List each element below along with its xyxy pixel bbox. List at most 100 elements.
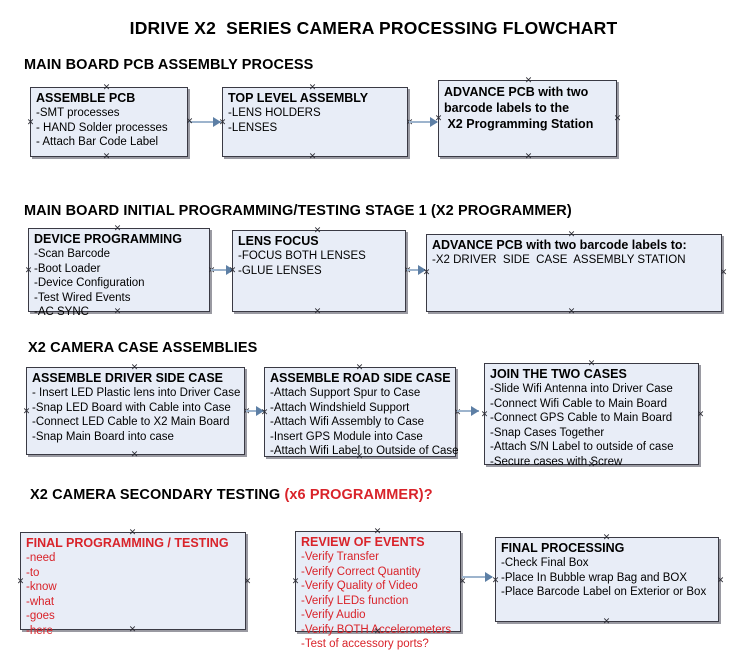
- connector-arrow: [213, 117, 221, 127]
- node-top-level-assembly[interactable]: TOP LEVEL ASSEMBLY -LENS HOLDERS -LENSES: [222, 87, 408, 157]
- connector-handle-top[interactable]: [355, 363, 364, 372]
- connector-handle-right[interactable]: [696, 410, 705, 419]
- node-advance-pcb-driver-side-station[interactable]: ADVANCE PCB with two barcode labels to: …: [426, 234, 722, 312]
- node-final-programming-testing[interactable]: FINAL PROGRAMMING / TESTING -need -to -k…: [20, 532, 246, 637]
- node-line: -Boot Loader: [34, 262, 101, 275]
- connector-handle-bottom[interactable]: [128, 625, 137, 634]
- section-heading-initial-programming: MAIN BOARD INITIAL PROGRAMMING/TESTING S…: [24, 203, 572, 219]
- node-line: -know: [26, 581, 57, 593]
- connector-handle-right[interactable]: [719, 268, 728, 277]
- connector-handle-top[interactable]: [587, 359, 596, 368]
- node-line: X2 Programming Station: [444, 117, 594, 131]
- connector-handle-top[interactable]: [602, 533, 611, 542]
- node-line: -LENSES: [228, 121, 278, 134]
- node-assemble-pcb[interactable]: ASSEMBLE PCB -SMT processes - HAND Solde…: [30, 87, 188, 157]
- node-line: -to: [26, 566, 40, 579]
- connector-line: [409, 121, 437, 123]
- node-join-the-two-cases[interactable]: JOIN THE TWO CASES -Slide Wifi Antenna i…: [484, 363, 699, 468]
- node-line: -Verify LEDs function: [301, 594, 409, 607]
- node-line: -Attach Wifi Assembly to Case: [270, 416, 425, 428]
- connector-handle-left[interactable]: [291, 577, 300, 586]
- node-device-programming[interactable]: DEVICE PROGRAMMING -Scan Barcode -Boot L…: [28, 228, 210, 318]
- connector-handle-top[interactable]: [130, 363, 139, 372]
- connector-handle-bottom[interactable]: [130, 450, 139, 459]
- connector-handle-left[interactable]: [480, 410, 489, 419]
- node-advance-pcb-programming-station[interactable]: ADVANCE PCB with two barcode labels to t…: [438, 80, 617, 157]
- connector-handle-left[interactable]: [24, 266, 33, 275]
- node-line: -here: [26, 624, 53, 637]
- connector-handle-bottom[interactable]: [313, 307, 322, 316]
- node-line: -GLUE LENSES: [238, 264, 322, 277]
- connector-line: [246, 410, 264, 412]
- node-line: -Attach Support Spur to Case: [270, 387, 421, 399]
- node-line: - Attach Bar Code Label: [36, 136, 159, 148]
- node-line: -X2 DRIVER SIDE CASE ASSEMBLY STATION: [432, 254, 686, 266]
- connector-handle-left[interactable]: [16, 577, 25, 586]
- node-title: JOIN THE TWO CASES: [490, 367, 627, 381]
- connector-handle-bottom[interactable]: [308, 152, 317, 161]
- node-line: -Insert GPS Module into Case: [270, 430, 423, 443]
- node-final-processing[interactable]: FINAL PROCESSING -Check Final Box -Place…: [495, 537, 719, 622]
- connector-handle-right[interactable]: [613, 114, 622, 123]
- node-line: -Verify Transfer: [301, 551, 379, 563]
- node-lens-focus[interactable]: LENS FOCUS -FOCUS BOTH LENSES -GLUE LENS…: [232, 230, 406, 312]
- connector-line: [189, 121, 221, 123]
- connector-handle-left[interactable]: [228, 266, 237, 275]
- connector-handle-top[interactable]: [128, 528, 137, 537]
- connector-handle-right[interactable]: [243, 577, 252, 586]
- connector-handle-bottom[interactable]: [602, 617, 611, 626]
- connector-handle-bottom[interactable]: [587, 460, 596, 469]
- node-line: -LENS HOLDERS: [228, 107, 321, 119]
- node-line: -Verify Audio: [301, 609, 366, 621]
- node-review-of-events[interactable]: REVIEW OF EVENTS -Verify Transfer -Verif…: [295, 531, 461, 650]
- connector-handle-top[interactable]: [313, 226, 322, 235]
- connector-handle-bottom[interactable]: [567, 307, 576, 316]
- connector-handle-top[interactable]: [524, 76, 533, 85]
- node-assemble-driver-side-case[interactable]: ASSEMBLE DRIVER SIDE CASE - Insert LED P…: [26, 367, 245, 455]
- connector-handle-source[interactable]: [185, 117, 194, 126]
- node-line: -Secure cases with Screw: [490, 455, 623, 468]
- connector-handle-bottom[interactable]: [102, 152, 111, 161]
- node-line: -Slide Wifi Antenna into Driver Case: [490, 383, 673, 395]
- connector-arrow: [471, 406, 479, 416]
- node-line: - HAND Solder processes: [36, 121, 168, 134]
- node-line: -Connect LED Cable to X2 Main Board: [32, 416, 230, 428]
- node-line: - Insert LED Plastic lens into Driver Ca…: [32, 387, 241, 399]
- connector-handle-top[interactable]: [113, 224, 122, 233]
- connector-handle-left[interactable]: [260, 408, 269, 417]
- connector-handle-bottom[interactable]: [355, 452, 364, 461]
- node-title: ASSEMBLE ROAD SIDE CASE: [270, 371, 451, 385]
- connector-handle-left[interactable]: [22, 407, 31, 416]
- connector-handle-bottom[interactable]: [113, 307, 122, 316]
- connector-handle-top[interactable]: [308, 83, 317, 92]
- connector-handle-left[interactable]: [491, 576, 500, 585]
- connector-handle-left[interactable]: [218, 118, 227, 127]
- node-line: -Snap LED Board with Cable into Case: [32, 401, 231, 414]
- connector-handle-left[interactable]: [434, 114, 443, 123]
- page-title: IDRIVE X2 SERIES CAMERA PROCESSING FLOWC…: [129, 18, 618, 38]
- node-line: -Place Barcode Label on Exterior or Box: [501, 586, 707, 598]
- connector-handle-top[interactable]: [567, 230, 576, 239]
- node-line: -Verify Quality of Video: [301, 580, 418, 592]
- node-title: ASSEMBLE PCB: [36, 91, 136, 105]
- connector-line: [211, 269, 233, 271]
- node-line: -Scan Barcode: [34, 248, 111, 260]
- connector-handle-right[interactable]: [716, 576, 725, 585]
- connector-handle-bottom[interactable]: [524, 152, 533, 161]
- node-line: -Test Wired Events: [34, 291, 131, 304]
- connector-line: [457, 410, 479, 412]
- connector-handle-right[interactable]: [458, 577, 467, 586]
- connector-handle-top[interactable]: [373, 527, 382, 536]
- node-assemble-road-side-case[interactable]: ASSEMBLE ROAD SIDE CASE -Attach Support …: [264, 367, 459, 457]
- connector-handle-left[interactable]: [26, 118, 35, 127]
- connector-handle-top[interactable]: [102, 83, 111, 92]
- connector-handle-bottom[interactable]: [373, 627, 382, 636]
- node-title: ADVANCE PCB with two barcode labels to:: [432, 238, 687, 252]
- connector-handle-left[interactable]: [422, 268, 431, 277]
- node-line: -FOCUS BOTH LENSES: [238, 250, 366, 262]
- section-heading-pcb-assembly: MAIN BOARD PCB ASSEMBLY PROCESS: [24, 57, 314, 73]
- node-title: REVIEW OF EVENTS: [301, 535, 425, 549]
- node-line: -need: [26, 552, 56, 564]
- node-title: LENS FOCUS: [238, 234, 319, 248]
